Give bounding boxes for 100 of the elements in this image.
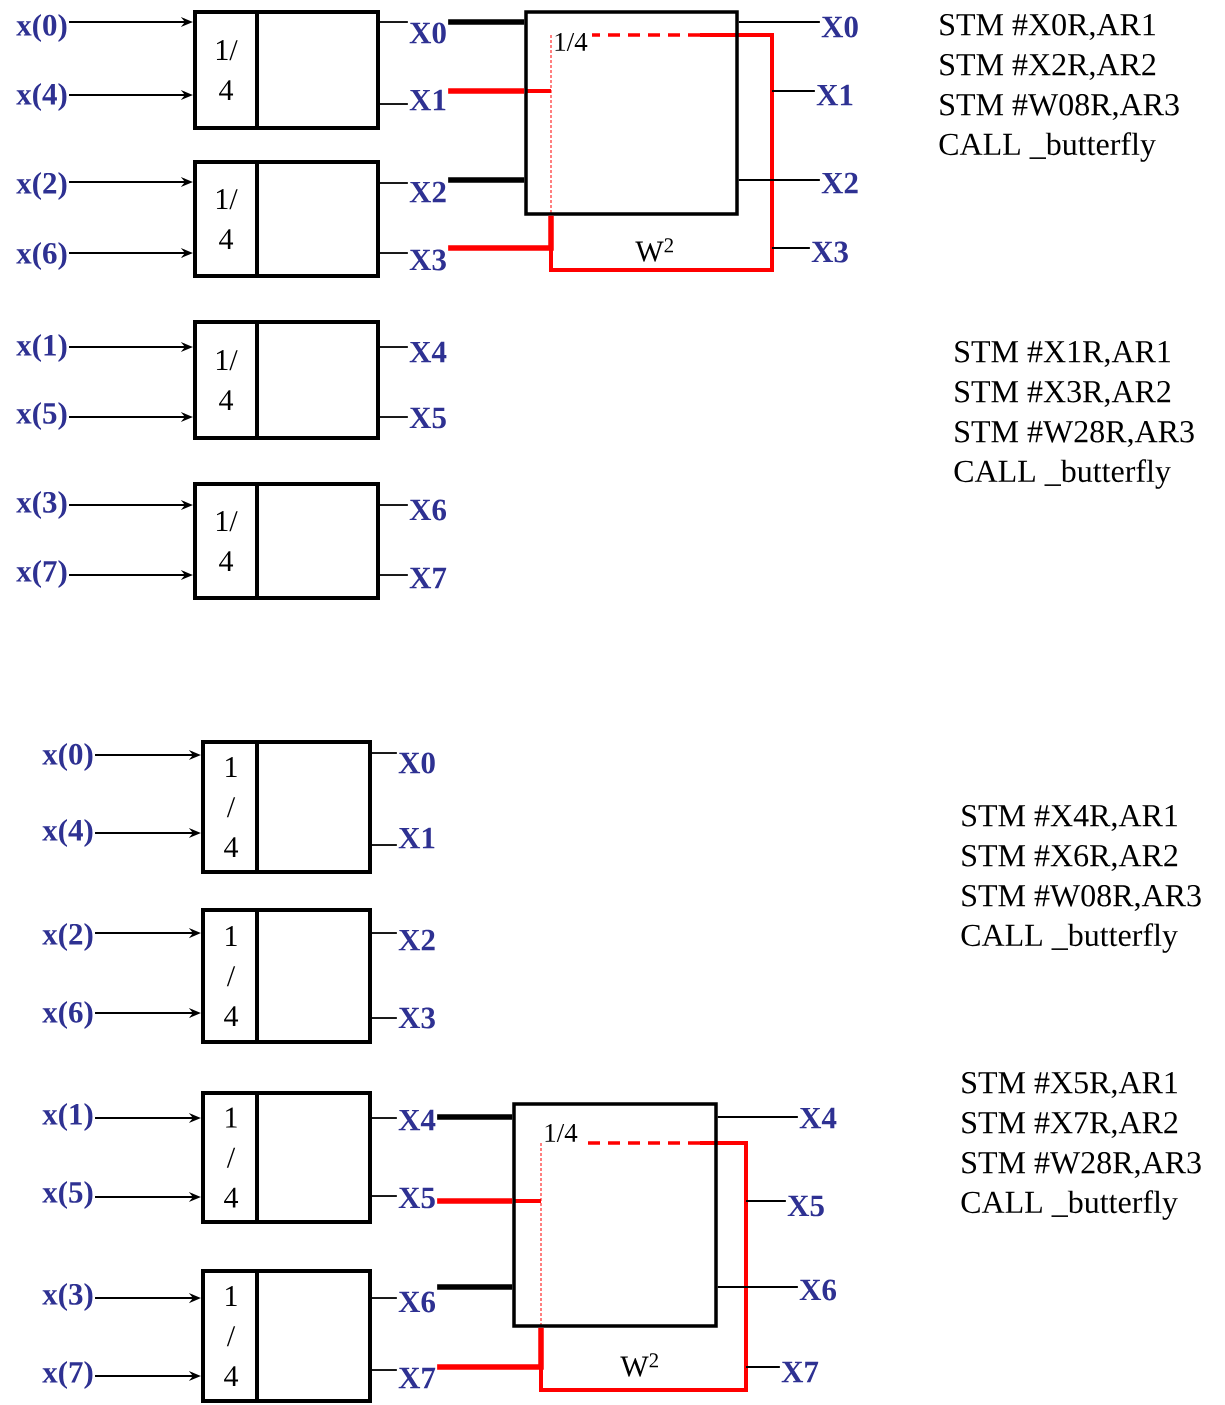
signal-line <box>371 1017 398 1019</box>
input-label: x(7) <box>16 559 67 589</box>
twiddle-label: W$^{2}$ <box>620 1353 658 1377</box>
output-label: X2 <box>398 929 435 951</box>
output-label: X3 <box>398 1007 435 1029</box>
output-label: X7 <box>409 567 447 589</box>
signal-line <box>771 247 811 249</box>
input-label: x(5) <box>42 1180 93 1210</box>
signal-line <box>448 215 554 251</box>
signal-line <box>371 932 398 934</box>
signal-line <box>745 1200 787 1202</box>
code-line: STM #X0R,AR1 <box>940 13 1155 41</box>
code-line: STM #W08R,AR3 <box>940 93 1179 121</box>
code-line: CALL _butterfly <box>961 1190 1178 1220</box>
output-label: X0 <box>398 752 435 774</box>
signal-line <box>437 1284 513 1290</box>
input-label: x(1) <box>42 1102 93 1132</box>
signal-line <box>379 504 409 506</box>
code-line: STM #X1R,AR1 <box>955 340 1170 368</box>
code-line: STM #X2R,AR2 <box>940 53 1156 81</box>
code-line: STM #W28R,AR3 <box>962 1151 1201 1179</box>
fft-block: 1 / 4 <box>201 908 372 1044</box>
code-line: STM #X5R,AR1 <box>962 1071 1177 1099</box>
signal-line <box>437 1114 513 1120</box>
output-label: X1 <box>398 827 435 849</box>
input-label: x(2) <box>42 922 93 952</box>
input-label: x(3) <box>42 1282 93 1312</box>
input-label: x(3) <box>16 490 67 520</box>
signal-line <box>737 179 821 181</box>
output-label: X7 <box>398 1367 436 1389</box>
signal-line <box>716 1286 799 1288</box>
input-label: x(2) <box>16 171 67 201</box>
signal-line <box>371 1117 398 1119</box>
signal-line <box>379 252 409 254</box>
output-label: X7 <box>781 1361 819 1383</box>
fft-block: 1 / 4 <box>201 1269 372 1403</box>
code-line: STM #X6R,AR2 <box>962 844 1178 872</box>
signal-line <box>737 21 821 23</box>
code-line: CALL _butterfly <box>961 923 1178 953</box>
output-label: X4 <box>398 1109 436 1131</box>
output-label: X6 <box>409 499 447 521</box>
input-label: x(6) <box>42 1000 93 1030</box>
twiddle-label: W$^{2}$ <box>635 238 673 262</box>
output-label: X1 <box>409 89 446 111</box>
output-label: X3 <box>811 241 848 263</box>
fft-block: 1 / 4 <box>201 740 372 874</box>
output-label: X5 <box>787 1195 824 1217</box>
butterfly-block: 1/4 <box>524 10 739 216</box>
code-line: CALL _butterfly <box>954 459 1171 489</box>
input-label: x(0) <box>42 742 93 772</box>
code-line: STM #W08R,AR3 <box>962 884 1201 912</box>
signal-line <box>371 1195 398 1197</box>
output-label: X4 <box>799 1107 837 1129</box>
output-label: X6 <box>799 1279 837 1301</box>
code-line: STM #X7R,AR2 <box>962 1111 1178 1139</box>
signal-line <box>379 103 409 105</box>
output-label: X0 <box>821 16 858 38</box>
fft-block: 1/ 4 <box>193 320 380 440</box>
input-label: x(4) <box>42 818 93 848</box>
signal-line <box>379 346 409 348</box>
signal-line <box>379 182 409 184</box>
output-label: X0 <box>409 22 446 44</box>
fft-block: 1/ 4 <box>193 482 380 600</box>
signal-line <box>437 1327 544 1370</box>
signal-line <box>771 90 816 92</box>
input-label: x(1) <box>16 333 67 363</box>
signal-line <box>371 752 398 754</box>
signal-line <box>716 1116 799 1118</box>
output-label: X1 <box>816 84 853 106</box>
signal-line <box>379 21 409 23</box>
signal-line <box>371 1297 398 1299</box>
input-label: x(7) <box>42 1360 93 1390</box>
input-label: x(0) <box>16 13 67 43</box>
signal-line <box>379 416 409 418</box>
input-label: x(4) <box>16 82 67 112</box>
signal-line <box>379 574 409 576</box>
code-line: STM #X3R,AR2 <box>955 380 1171 408</box>
output-label: X2 <box>409 181 446 203</box>
output-label: X6 <box>398 1291 436 1313</box>
code-line: STM #W28R,AR3 <box>955 420 1194 448</box>
output-label: X5 <box>409 407 446 429</box>
signal-line <box>371 844 398 846</box>
fft-block: 1 / 4 <box>201 1091 372 1224</box>
signal-line <box>448 19 525 25</box>
code-line: STM #X4R,AR1 <box>962 804 1177 832</box>
output-label: X5 <box>398 1187 435 1209</box>
signal-line <box>448 88 525 94</box>
butterfly-block: 1/4 <box>512 1102 718 1328</box>
input-label: x(5) <box>16 401 67 431</box>
fft-block: 1/ 4 <box>193 160 380 278</box>
output-label: X4 <box>409 341 447 363</box>
signal-line <box>371 1369 398 1371</box>
fft-block: 1/ 4 <box>193 10 380 130</box>
output-label: X3 <box>409 249 446 271</box>
output-label: X2 <box>821 172 858 194</box>
signal-line <box>448 177 525 183</box>
input-label: x(6) <box>16 241 67 271</box>
signal-line <box>745 1366 781 1368</box>
signal-line <box>437 1198 513 1204</box>
code-line: CALL _butterfly <box>939 132 1156 162</box>
